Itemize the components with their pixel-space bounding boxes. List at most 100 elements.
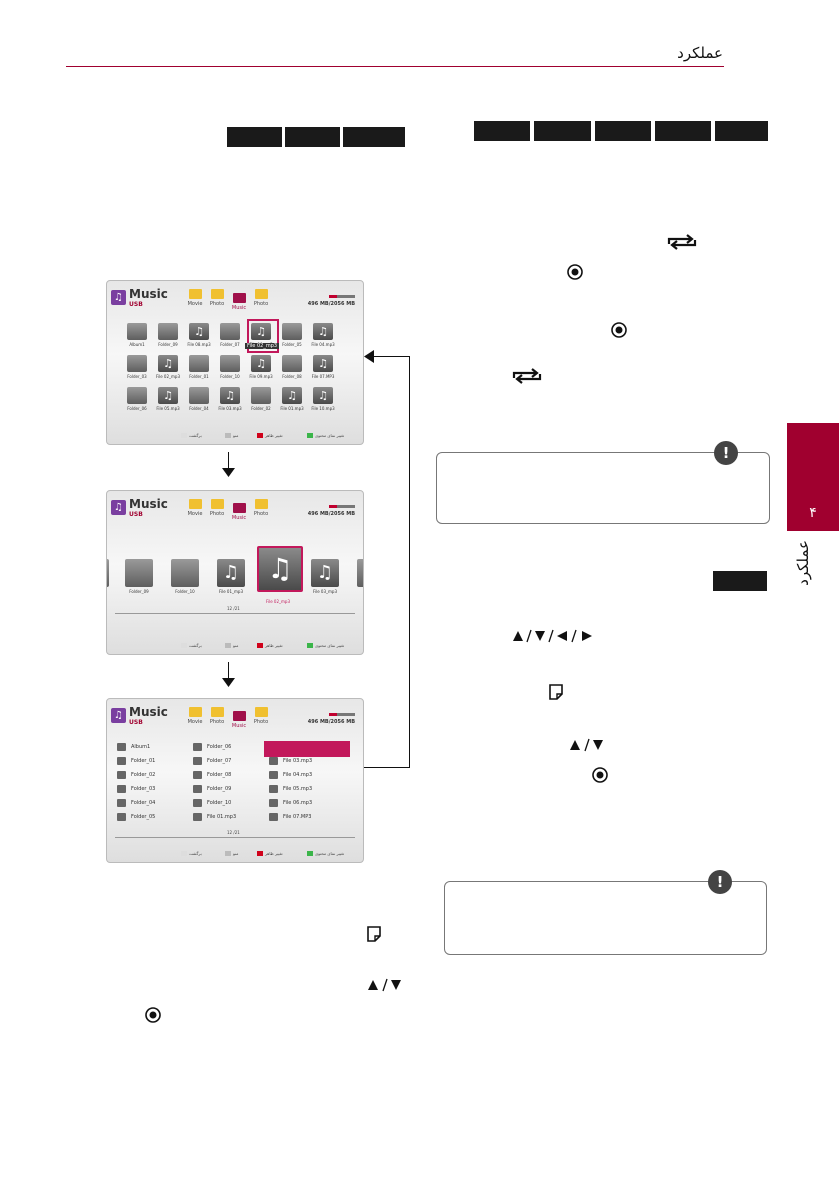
progress-line bbox=[115, 613, 355, 614]
folder-icon bbox=[188, 289, 202, 299]
nav-item[interactable]: Photo bbox=[249, 289, 273, 307]
folder-icon bbox=[232, 293, 246, 303]
folder-tile[interactable] bbox=[127, 355, 147, 372]
folder-tile[interactable] bbox=[220, 323, 240, 340]
folder-icon bbox=[117, 813, 126, 821]
folder-icon bbox=[117, 757, 126, 765]
device-label: USB bbox=[129, 719, 143, 726]
list-item[interactable]: Album1 bbox=[131, 744, 151, 750]
nav-item[interactable]: Photo bbox=[205, 499, 229, 517]
list-item[interactable]: Folder_09 bbox=[207, 786, 232, 792]
list-item[interactable]: Folder_02 bbox=[131, 772, 156, 778]
list-item[interactable]: Folder_04 bbox=[131, 800, 156, 806]
nav-item-active[interactable]: Music bbox=[227, 503, 251, 521]
header-rule bbox=[66, 66, 724, 67]
nav-item[interactable]: Movie bbox=[183, 499, 207, 517]
list-item[interactable]: File 05.mp3 bbox=[283, 786, 313, 792]
folder-tile[interactable] bbox=[189, 355, 209, 372]
tile-label: File 04.mp3 bbox=[311, 342, 335, 347]
footer-change-view[interactable]: تغییر نمای محتوی bbox=[307, 643, 344, 648]
film-item[interactable] bbox=[171, 559, 199, 587]
music-file-tile[interactable]: ♫ bbox=[158, 355, 178, 372]
film-item-selected[interactable]: ♫ bbox=[257, 546, 303, 592]
nav-item-active[interactable]: Music bbox=[227, 711, 251, 729]
disc-badge bbox=[343, 127, 405, 147]
folder-tile[interactable] bbox=[127, 387, 147, 404]
list-item[interactable]: Folder_06 bbox=[207, 744, 232, 750]
footer-back[interactable]: برگشت bbox=[181, 851, 202, 856]
music-file-tile[interactable]: ♫ bbox=[251, 355, 271, 372]
nav-item[interactable]: Movie bbox=[183, 289, 207, 307]
music-file-icon bbox=[269, 799, 278, 807]
tile-label: File 08.mp3 bbox=[187, 342, 211, 347]
folder-tile[interactable] bbox=[158, 323, 178, 340]
repeat-icon bbox=[512, 368, 542, 384]
nav-item-active[interactable]: Music bbox=[227, 293, 251, 311]
disc-badge bbox=[715, 121, 768, 141]
chapter-tab-label: عملکرد bbox=[794, 540, 812, 586]
footer-change-view[interactable]: تغییر نمای محتوی bbox=[307, 433, 344, 438]
music-file-tile[interactable]: ♫ bbox=[313, 355, 333, 372]
back-key-icon bbox=[181, 643, 187, 648]
footer-change-display[interactable]: تغییر ظاهر bbox=[257, 433, 283, 438]
film-item[interactable] bbox=[125, 559, 153, 587]
list-item[interactable]: Folder_01 bbox=[131, 758, 156, 764]
page-header-title: عملکرد bbox=[677, 44, 723, 62]
music-file-tile[interactable]: ♫ bbox=[251, 323, 271, 340]
film-item[interactable]: ♫ bbox=[311, 559, 339, 587]
folder-tile[interactable] bbox=[251, 387, 271, 404]
music-file-tile[interactable]: ♫ bbox=[313, 323, 333, 340]
tile-label: Folder_04 bbox=[189, 406, 209, 411]
music-file-tile[interactable]: ♫ bbox=[220, 387, 240, 404]
film-item[interactable] bbox=[357, 559, 363, 587]
info-key-icon bbox=[225, 643, 231, 648]
selection-highlight bbox=[264, 741, 350, 757]
list-item[interactable]: File 03.mp3 bbox=[283, 758, 313, 764]
music-file-tile[interactable]: ♫ bbox=[282, 387, 302, 404]
folder-icon bbox=[117, 785, 126, 793]
nav-item[interactable]: Photo bbox=[205, 289, 229, 307]
list-item[interactable]: Folder_03 bbox=[131, 786, 156, 792]
list-item[interactable]: Folder_10 bbox=[207, 800, 232, 806]
list-item[interactable]: Folder_05 bbox=[131, 814, 156, 820]
list-item[interactable]: File 07.MP3 bbox=[283, 814, 312, 820]
folder-tile[interactable] bbox=[220, 355, 240, 372]
footer-info[interactable]: منو bbox=[225, 643, 238, 648]
flow-arrow bbox=[409, 356, 410, 768]
music-file-tile[interactable]: ♫ bbox=[313, 387, 333, 404]
nav-item[interactable]: Movie bbox=[183, 707, 207, 725]
music-file-tile[interactable]: ♫ bbox=[158, 387, 178, 404]
tile-label: File 01.mp3 bbox=[280, 406, 304, 411]
disc-badge bbox=[713, 571, 767, 591]
folder-tile[interactable] bbox=[127, 323, 147, 340]
film-item[interactable] bbox=[107, 559, 109, 587]
folder-tile[interactable] bbox=[282, 355, 302, 372]
footer-info[interactable]: منو bbox=[225, 851, 238, 856]
list-item[interactable]: Folder_08 bbox=[207, 772, 232, 778]
folder-icon bbox=[210, 289, 224, 299]
music-file-tile[interactable]: ♫ bbox=[189, 323, 209, 340]
footer-change-display[interactable]: تغییر ظاهر bbox=[257, 851, 283, 856]
nav-item[interactable]: Photo bbox=[249, 707, 273, 725]
footer-change-view[interactable]: تغییر نمای محتوی bbox=[307, 851, 344, 856]
footer-back[interactable]: برگشت bbox=[181, 643, 202, 648]
nav-item[interactable]: Photo bbox=[249, 499, 273, 517]
footer-change-display[interactable]: تغییر ظاهر bbox=[257, 643, 283, 648]
warning-icon: ! bbox=[708, 870, 732, 894]
footer-info[interactable]: منو bbox=[225, 433, 238, 438]
list-item[interactable]: File 04.mp3 bbox=[283, 772, 313, 778]
list-item[interactable]: Folder_07 bbox=[207, 758, 232, 764]
screen-title: Music bbox=[129, 497, 168, 511]
tile-label: Folder_06 bbox=[127, 406, 147, 411]
film-item[interactable]: ♫ bbox=[217, 559, 245, 587]
storage-space: 496 MB/2056 MB bbox=[307, 511, 355, 517]
folder-tile[interactable] bbox=[189, 387, 209, 404]
list-item[interactable]: File 01.mp3 bbox=[207, 814, 237, 820]
list-item[interactable]: File 06.mp3 bbox=[283, 800, 313, 806]
folder-tile[interactable] bbox=[282, 323, 302, 340]
selected-file-label: File 02_mp3 bbox=[245, 343, 280, 349]
progress-line bbox=[115, 837, 355, 838]
footer-back[interactable]: برگشت bbox=[181, 433, 202, 438]
green-key-icon bbox=[307, 851, 313, 856]
nav-item[interactable]: Photo bbox=[205, 707, 229, 725]
